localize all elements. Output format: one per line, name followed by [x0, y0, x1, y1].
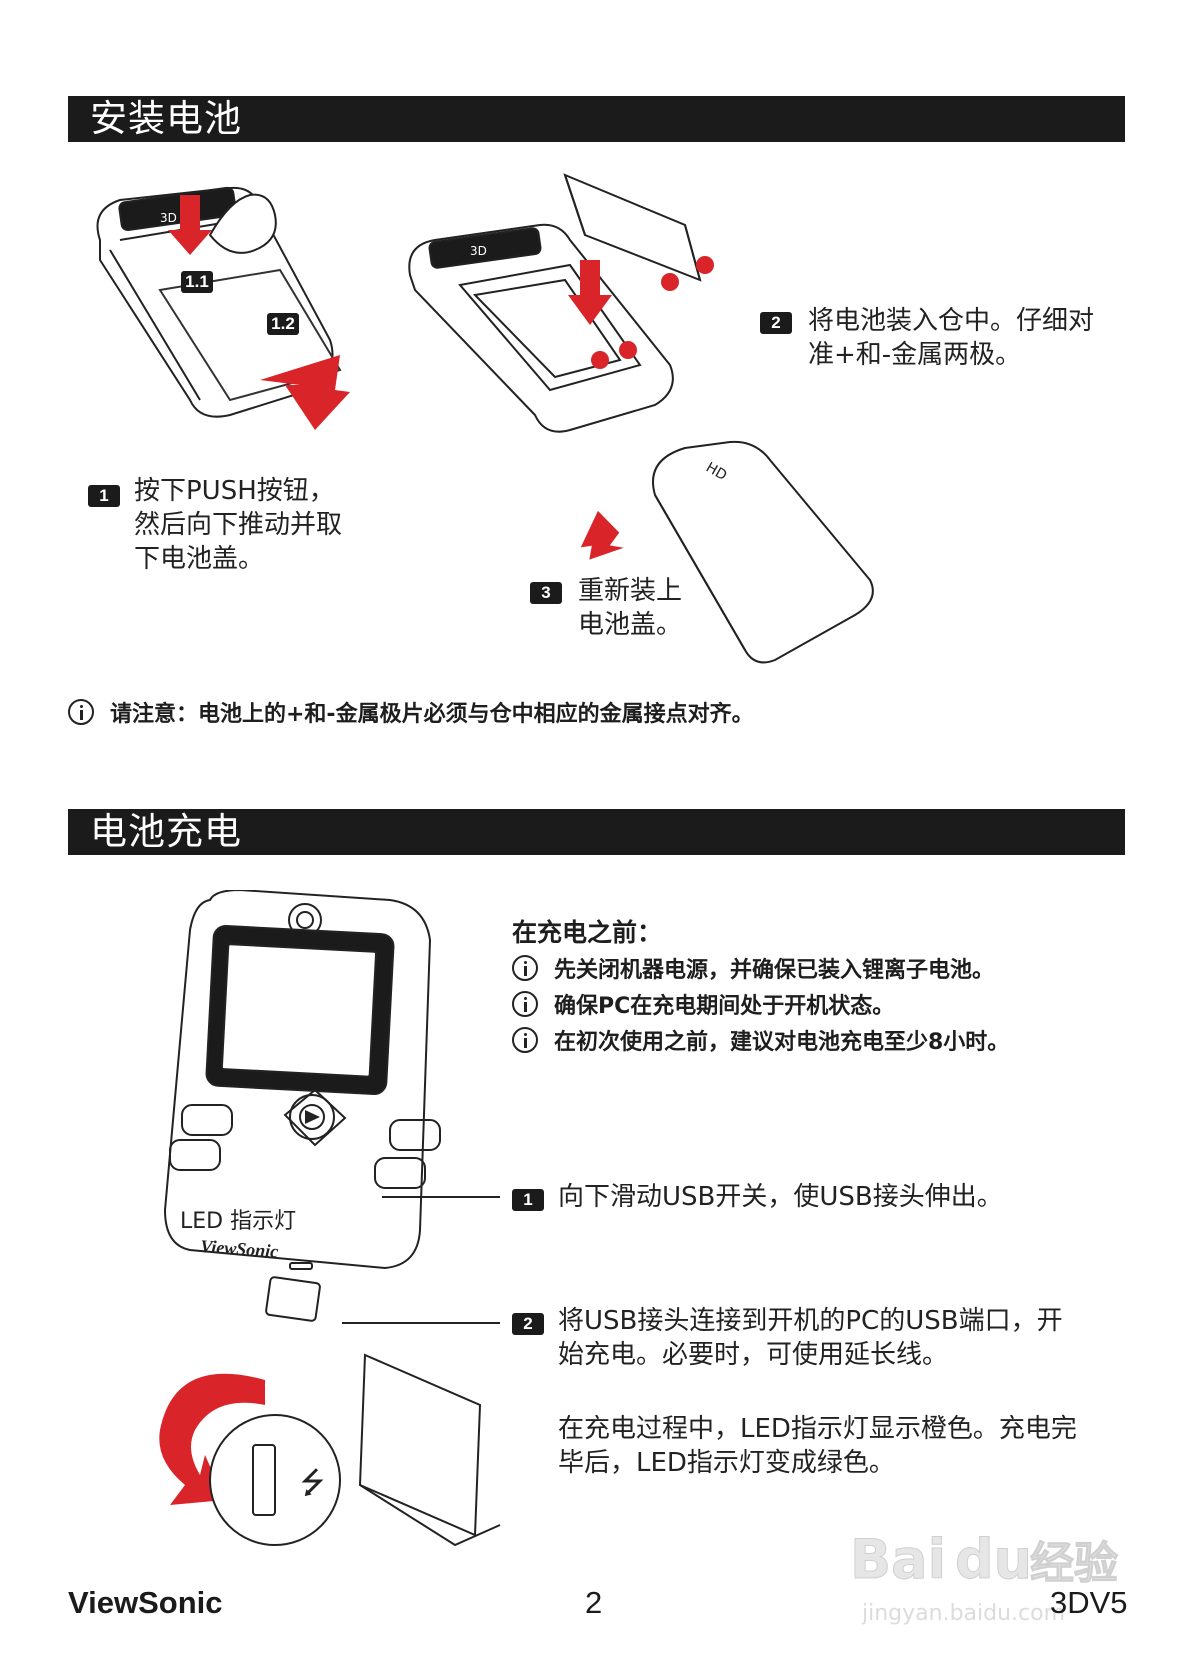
- led-label: LED 指示灯: [180, 1209, 297, 1234]
- info-icon: [512, 991, 538, 1017]
- section-title: 安装电池: [90, 97, 242, 140]
- note-text: 请注意：电池上的+和-金属极片必须与仓中相应的金属接点对齐。: [110, 702, 754, 727]
- before-item-1: 先关闭机器电源，并确保已装入锂离子电池。: [512, 952, 994, 984]
- remove-cover-illustration: 3D: [96, 186, 350, 430]
- connector-line-2: [342, 1322, 500, 1324]
- before-heading: 在充电之前：: [512, 918, 663, 947]
- charge-step-2-badge: 2: [512, 1313, 544, 1335]
- label-1-2: 1.2: [267, 313, 299, 335]
- badge-3d: 3D: [160, 211, 177, 225]
- footer-brand: ViewSonic: [68, 1585, 223, 1620]
- info-icon: [512, 1027, 538, 1053]
- laptop-usb-illustration: ⭍: [159, 1353, 501, 1547]
- device-brand: ViewSonic: [200, 1236, 279, 1261]
- svg-text:⭍: ⭍: [300, 1466, 325, 1501]
- note-row: 请注意：电池上的+和-金属极片必须与仓中相应的金属接点对齐。: [68, 696, 754, 728]
- before-item-2: 确保PC在充电期间处于开机状态。: [512, 988, 894, 1020]
- svg-text:经验: 经验: [1030, 1538, 1118, 1589]
- step-3-text: 重新装上 电池盖。: [578, 576, 683, 640]
- model-number: 3DV5: [1050, 1585, 1128, 1620]
- svg-text:du: du: [955, 1528, 1032, 1591]
- section-header-charge-battery: 电池充电: [68, 809, 1125, 855]
- charge-step-1-badge: 1: [512, 1189, 544, 1211]
- step-3-badge: 3: [530, 582, 562, 604]
- badge-3d-2: 3D: [470, 244, 487, 258]
- step-1-text: 按下PUSH按钮， 然后向下推动并取 下电池盖。: [134, 476, 343, 574]
- baidu-watermark: Bai du 经验 jingyan.baidu.com: [850, 1528, 1119, 1627]
- charge-step-2-extra: 在充电过程中，LED指示灯显示橙色。充电完 毕后，LED指示灯变成绿色。: [558, 1414, 1077, 1478]
- step-2-text: 将电池装入仓中。仔细对 准+和-金属两极。: [808, 306, 1095, 370]
- before-item-3: 在初次使用之前，建议对电池充电至少8小时。: [512, 1024, 1009, 1056]
- label-1-1: 1.1: [181, 271, 213, 293]
- svg-text:jingyan.baidu.com: jingyan.baidu.com: [861, 1601, 1065, 1626]
- charge-step-1-text: 向下滑动USB开关，使USB接头伸出。: [558, 1182, 1003, 1212]
- page-number: 2: [585, 1585, 603, 1620]
- section-title-2: 电池充电: [90, 810, 242, 853]
- section-header-install-battery: 安装电池: [68, 96, 1125, 142]
- info-icon: [512, 955, 538, 981]
- charge-step-2-text: 将USB接头连接到开机的PC的USB端口，开 始充电。必要时，可使用延长线。: [558, 1306, 1063, 1370]
- svg-text:Bai: Bai: [850, 1528, 946, 1591]
- replace-cover-illustration: HD: [580, 440, 874, 664]
- step-1-badge: 1: [88, 485, 120, 507]
- connector-line-1: [382, 1196, 500, 1198]
- camera-front-illustration: ViewSonic: [163, 890, 441, 1322]
- step-2-badge: 2: [760, 312, 792, 334]
- info-icon: [68, 699, 94, 725]
- insert-battery-illustration: 3D: [408, 173, 714, 433]
